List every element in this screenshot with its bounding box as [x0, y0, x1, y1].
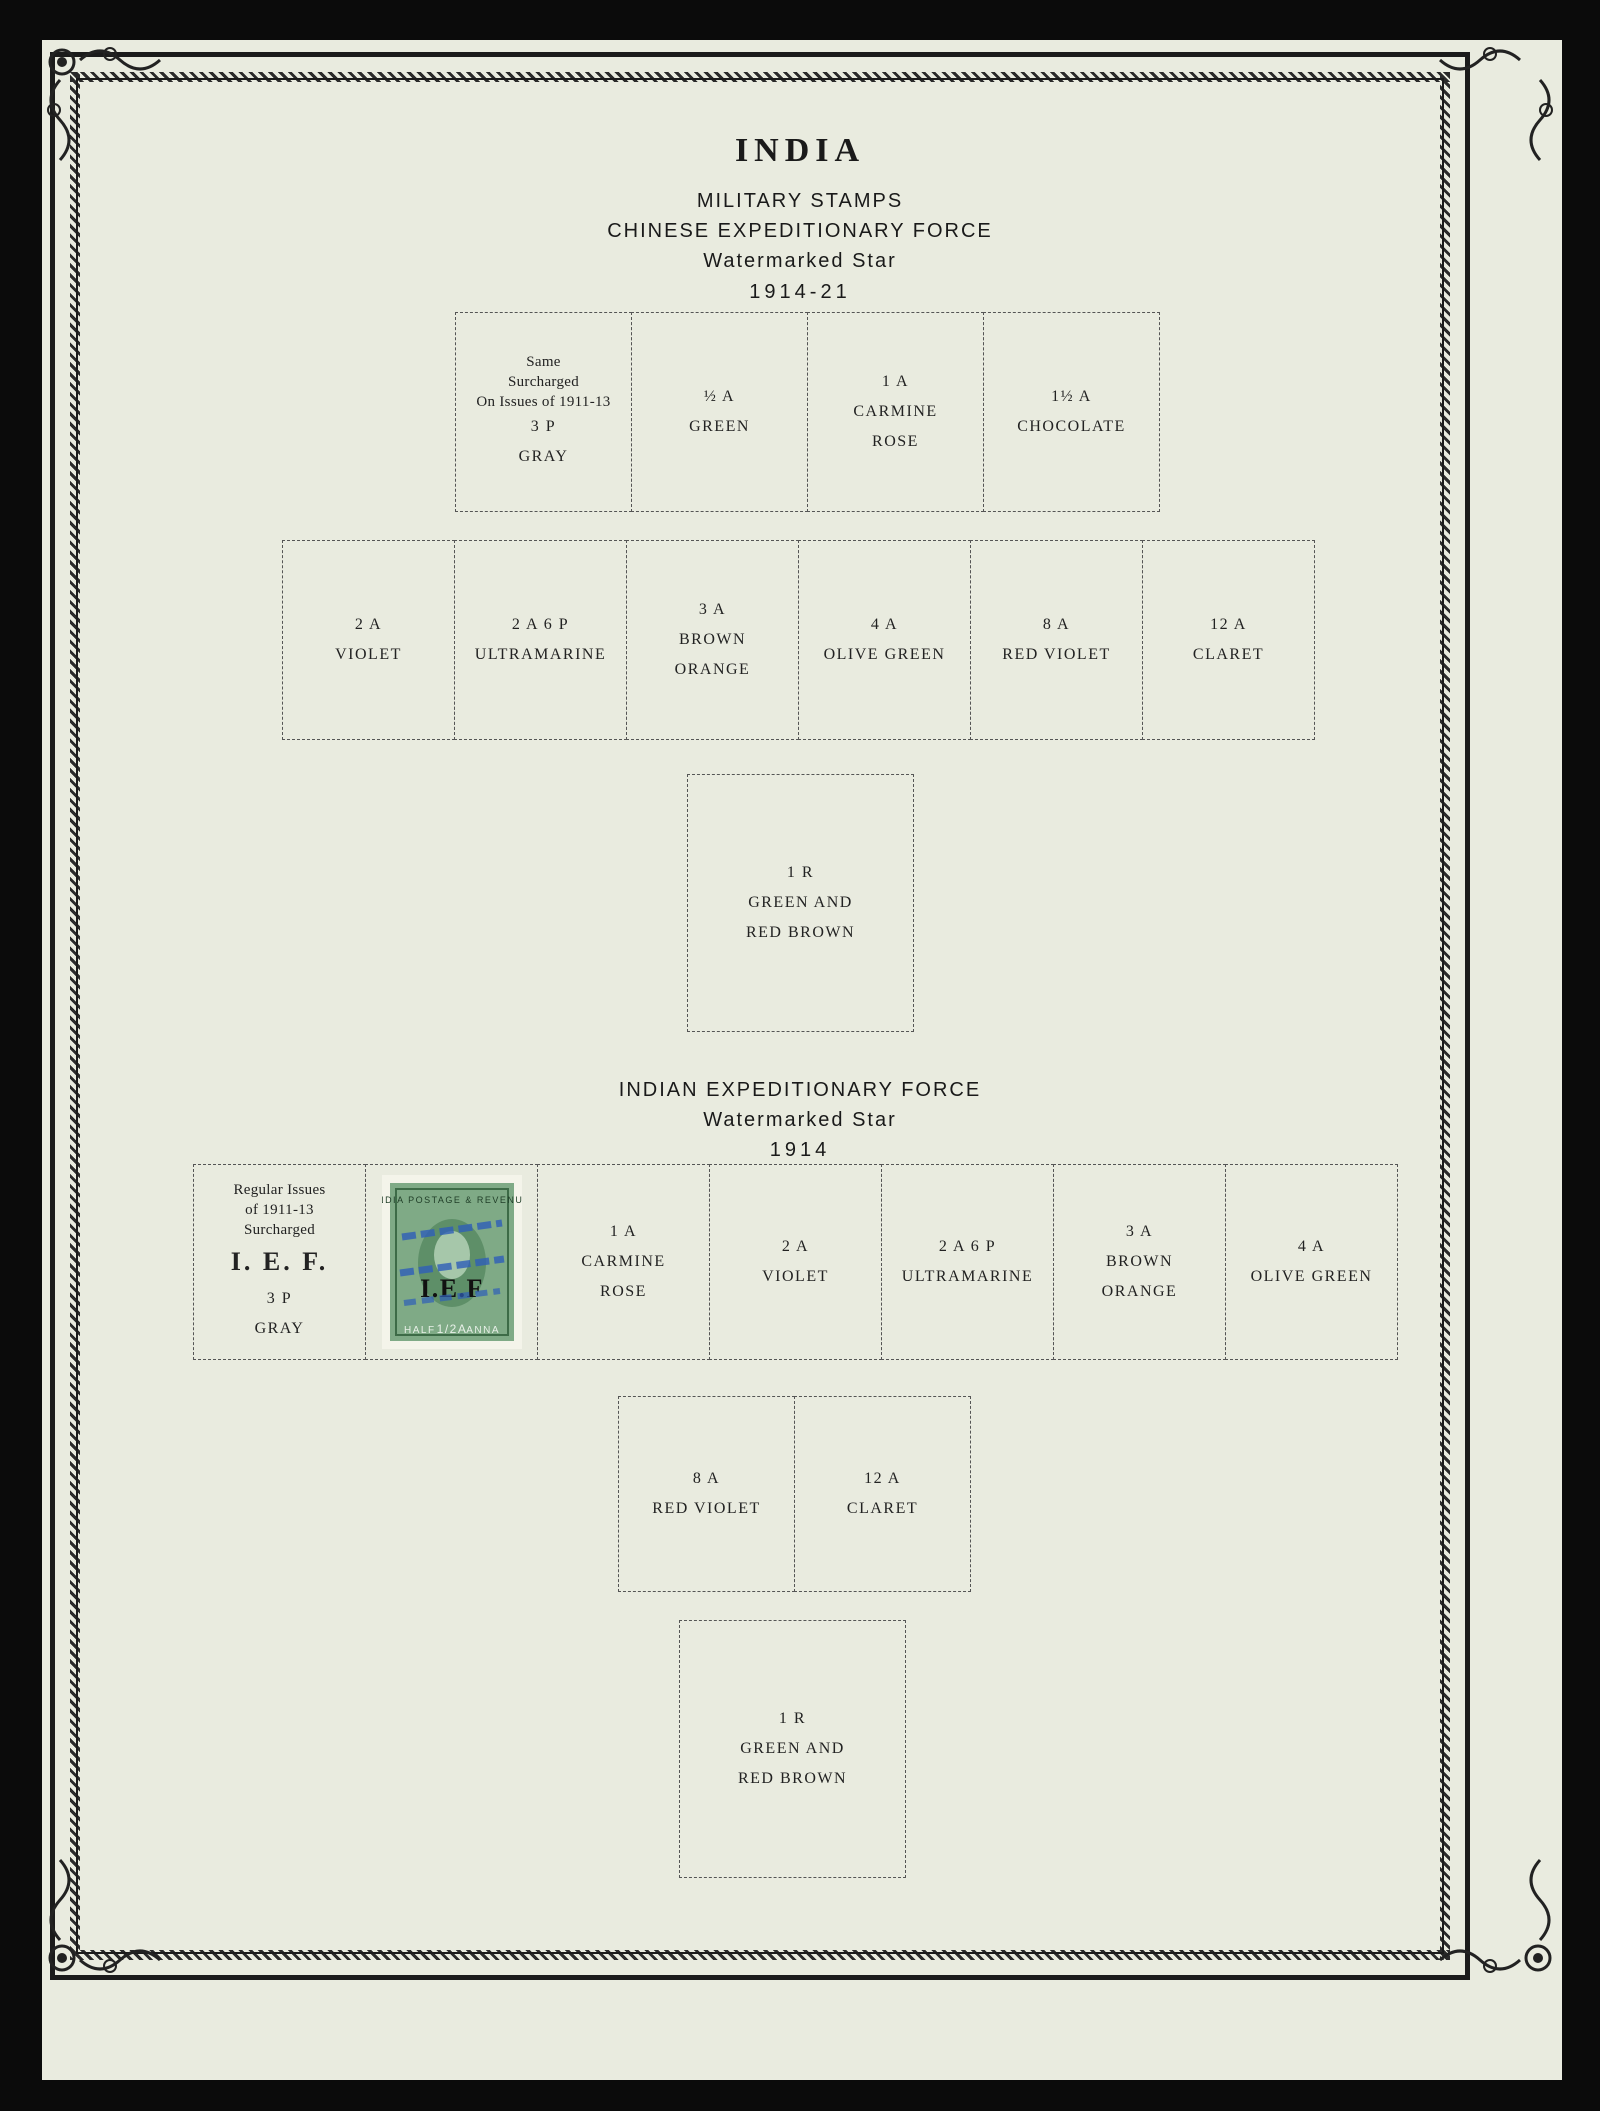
stamp-space-label: GREEN AND — [748, 894, 853, 911]
stamp-space-label: ORANGE — [1101, 1283, 1178, 1300]
stamp-space: 3 A BROWN ORANGE — [1053, 1164, 1226, 1360]
ief-subsection-title: INDIAN EXPEDITIONARY FORCE — [618, 1079, 982, 1101]
section-title: MILITARY STAMPS — [696, 190, 904, 212]
stamp-space-label: CLARET — [1192, 646, 1265, 663]
stamp-space-label: Regular Issues — [233, 1182, 326, 1198]
stamp-space-label: 3 A — [698, 601, 727, 618]
ief-watermark-note: Watermarked Star — [703, 1109, 897, 1131]
stamp-space-label: RED VIOLET — [652, 1500, 761, 1517]
stamp-space-label: GRAY — [254, 1320, 305, 1337]
cancel-mark — [401, 1219, 502, 1241]
stamp-space-label: 4 A — [870, 616, 899, 633]
stamp-space: 2 A VIOLET — [282, 540, 455, 740]
stamp-space-label: 2 A — [781, 1238, 810, 1255]
stamp-space-label: On Issues of 1911-13 — [476, 394, 611, 410]
corner-ornament-bottom-right-icon — [1438, 1858, 1552, 1973]
stamp-space-label: RED BROWN — [737, 1770, 848, 1787]
page-border-wave — [60, 62, 1460, 1970]
corner-ornament-bottom-left-icon — [48, 1858, 162, 1973]
stamp-space-label: 8 A — [692, 1470, 721, 1487]
stamp-space-label: 3 P — [530, 418, 557, 435]
stamp-space: 1 A CARMINE ROSE — [537, 1164, 710, 1360]
stamp-space-label: 2 A — [354, 616, 383, 633]
stamp-space-label: GRAY — [518, 448, 569, 465]
stamp-space: 12 A CLARET — [794, 1396, 971, 1592]
stamp-space-label: VIOLET — [762, 1268, 829, 1285]
stamp-space-label: Surcharged — [507, 374, 580, 390]
stamp-space-label: CARMINE — [853, 403, 938, 420]
stamp-space-label: 2 A 6 P — [938, 1238, 997, 1255]
stamp-space-label: 2 A 6 P — [511, 616, 570, 633]
stamp-space-label: ROSE — [872, 433, 919, 450]
stamp-space: 12 A CLARET — [1142, 540, 1315, 740]
stamp-space: 3 A BROWN ORANGE — [626, 540, 799, 740]
stamp-space-label: 4 A — [1297, 1238, 1326, 1255]
stamp-space-label: ULTRAMARINE — [901, 1268, 1034, 1285]
stamp-value: 1/2A — [436, 1322, 467, 1336]
stamp-space: ½ A GREEN — [631, 312, 808, 512]
stamp-space-label: ROSE — [600, 1283, 647, 1300]
stamp-space-label: GREEN AND — [740, 1740, 845, 1757]
stamp-space-label: 8 A — [1042, 616, 1071, 633]
stamp-space-label: I. E. F. — [230, 1247, 329, 1276]
stamp-space: 1 A CARMINE ROSE — [807, 312, 984, 512]
issue-years: 1914-21 — [749, 281, 851, 303]
stamp-space: 8 A RED VIOLET — [970, 540, 1143, 740]
stamp-space-label: 12 A — [864, 1470, 901, 1487]
stamp-space-label: 3 P — [266, 1290, 293, 1307]
stamp-space: 8 A RED VIOLET — [618, 1396, 795, 1592]
stamp-bottom-left: HALF — [404, 1325, 436, 1336]
stamp-space: 2 A VIOLET — [709, 1164, 882, 1360]
stamp-space-label: 1 A — [609, 1223, 638, 1240]
stamp-space-label: ½ A — [703, 388, 736, 405]
stamp-space-label: CARMINE — [581, 1253, 666, 1270]
subsection-title: CHINESE EXPEDITIONARY FORCE — [607, 220, 993, 242]
stamp-space-label: GREEN — [689, 418, 750, 435]
stamp-space: 4 A OLIVE GREEN — [1225, 1164, 1398, 1360]
page-border-outer — [50, 52, 1470, 1980]
stamp-space-label: RED BROWN — [745, 924, 856, 941]
ief-issue-year: 1914 — [769, 1139, 831, 1161]
stamp-space-label: OLIVE GREEN — [823, 646, 946, 663]
stamp-space-label: CHOCOLATE — [1017, 418, 1126, 435]
stamp-space-label: RED VIOLET — [1002, 646, 1111, 663]
cancel-mark — [403, 1288, 500, 1306]
stamp-space-label: 12 A — [1210, 616, 1247, 633]
stamp-bottom-right: ANNA — [466, 1325, 500, 1336]
cancel-mark — [399, 1255, 504, 1277]
stamp-space-label: 1 R — [786, 864, 815, 881]
stamp-space-label: CLARET — [846, 1500, 919, 1517]
stamp-space: 1 R GREEN AND RED BROWN — [679, 1620, 906, 1878]
page-border-inner — [76, 78, 1444, 1954]
stamp-space-label: of 1911-13 — [245, 1202, 314, 1218]
stamp-space-label: BROWN — [678, 631, 747, 648]
stamp-space-label: 1½ A — [1051, 388, 1092, 405]
corner-ornament-top-left-icon — [47, 47, 162, 162]
stamp-space: 4 A OLIVE GREEN — [798, 540, 971, 740]
stamp-space-label: 1 A — [881, 373, 910, 390]
stamp-space-label: 3 A — [1125, 1223, 1154, 1240]
stamp-space-label: BROWN — [1105, 1253, 1174, 1270]
stamp-space: 1½ A CHOCOLATE — [983, 312, 1160, 512]
stamp-space-label: 1 R — [778, 1710, 807, 1727]
stamp-space-label: ULTRAMARINE — [474, 646, 607, 663]
page-title: INDIA — [734, 132, 866, 169]
stamp-space-label: Same — [526, 354, 561, 370]
stamp-space: 2 A 6 P ULTRAMARINE — [454, 540, 627, 740]
watermark-note: Watermarked Star — [703, 250, 897, 272]
stamp-space-label: Surcharged — [243, 1222, 316, 1238]
stamp-space: 2 A 6 P ULTRAMARINE — [881, 1164, 1054, 1360]
stamp-space-label: VIOLET — [335, 646, 402, 663]
stamp-top-text: INDIA POSTAGE & REVENUE — [382, 1195, 522, 1205]
stamp-space-label: OLIVE GREEN — [1250, 1268, 1373, 1285]
stamp-space-label: ORANGE — [674, 661, 751, 678]
stamp-space: 1 R GREEN AND RED BROWN — [687, 774, 914, 1032]
corner-ornament-top-right-icon — [1438, 47, 1553, 162]
